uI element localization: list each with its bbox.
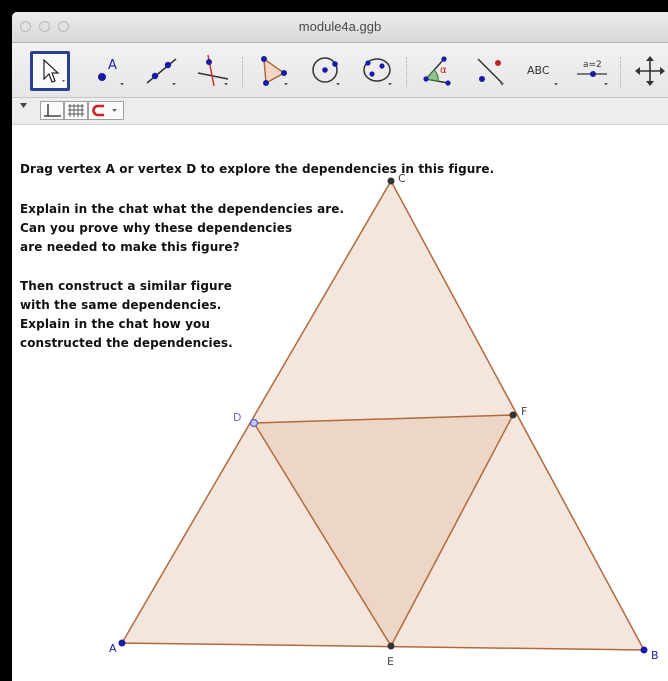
point-a-label: A: [109, 642, 117, 655]
close-window-button[interactable]: [20, 21, 31, 32]
point-e-label: E: [387, 655, 394, 668]
svg-text:α: α: [440, 65, 447, 76]
instruction-line-6: with the same dependencies.: [20, 298, 222, 312]
point-b: [640, 646, 648, 654]
toolbar-separator: [406, 57, 408, 87]
point-c: [387, 177, 395, 185]
point-e: [387, 642, 395, 650]
perpendicular-tool-button[interactable]: [196, 53, 232, 89]
collapse-arrow-icon[interactable]: [20, 102, 28, 110]
angle-tool-button[interactable]: α: [420, 53, 456, 89]
style-bar: [12, 98, 668, 125]
construction-figure: [118, 177, 648, 654]
point-tool-icon: A: [98, 58, 124, 86]
move-view-tool-icon: [635, 56, 665, 86]
svg-text:A: A: [108, 58, 117, 73]
line-tool-button[interactable]: [144, 53, 180, 89]
instruction-line-1: Drag vertex A or vertex D to explore the…: [20, 162, 495, 176]
point-f-label: F: [521, 405, 528, 418]
show-grid-button[interactable]: [64, 101, 88, 120]
triangle-def: [252, 414, 515, 648]
svg-text:ABC: ABC: [527, 64, 550, 77]
instruction-line-3: Can you prove why these dependencies: [20, 221, 293, 235]
graphics-view[interactable]: A B C D E F Drag vertex A or vertex D to…: [12, 125, 668, 681]
move-tool-button[interactable]: [30, 51, 70, 91]
svg-text:a=2: a=2: [583, 60, 602, 70]
polygon-tool-icon: [261, 56, 288, 86]
circle-tool-button[interactable]: [308, 53, 344, 89]
axes-icon: [44, 104, 61, 117]
zoom-window-button[interactable]: [58, 21, 69, 32]
move-view-tool-button[interactable]: [632, 53, 668, 89]
move-tool-icon: [43, 58, 65, 83]
instruction-line-2: Explain in the chat what the dependencie…: [20, 202, 345, 216]
slider-tool-icon: a=2: [577, 60, 608, 86]
circle-tool-icon: [312, 57, 340, 86]
reflect-tool-button[interactable]: [472, 53, 508, 89]
minimize-window-button[interactable]: [39, 21, 50, 32]
point-c-label: C: [398, 172, 406, 185]
instruction-line-7: Explain in the chat how you: [20, 317, 211, 331]
show-axes-button[interactable]: [40, 101, 64, 120]
ellipse-tool-button[interactable]: [360, 53, 396, 89]
instruction-line-8: constructed the dependencies.: [20, 336, 233, 350]
angle-tool-icon: α: [423, 56, 451, 86]
tool-bar: A: [12, 43, 668, 98]
toolbar-separator: [242, 57, 244, 87]
text-tool-button[interactable]: ABC: [524, 53, 560, 89]
instruction-line-5: Then construct a similar figure: [20, 279, 232, 293]
point-d: [249, 418, 259, 428]
geogebra-window: module4a.ggb A: [12, 12, 668, 681]
perpendicular-tool-icon: [197, 54, 229, 87]
ellipse-tool-icon: [363, 58, 392, 86]
slider-tool-button[interactable]: a=2: [574, 53, 610, 89]
triangle-abc: [120, 179, 646, 651]
point-tool-button[interactable]: A: [92, 53, 128, 89]
polygon-tool-button[interactable]: [256, 53, 292, 89]
point-d-label: D: [233, 411, 242, 424]
point-a: [118, 639, 126, 647]
text-tool-icon: ABC: [527, 64, 558, 86]
instruction-line-4: are needed to make this figure?: [20, 240, 240, 254]
window-title: module4a.ggb: [298, 19, 382, 34]
line-tool-icon: [146, 58, 177, 86]
grid-icon: [68, 104, 84, 117]
point-f: [509, 411, 517, 419]
toolbar-separator: [620, 57, 622, 87]
magnet-icon: [92, 104, 117, 117]
point-b-label: B: [651, 649, 659, 662]
reflect-tool-icon: [477, 58, 504, 86]
point-capturing-dropdown[interactable]: [88, 101, 124, 120]
title-bar: module4a.ggb: [12, 12, 668, 43]
